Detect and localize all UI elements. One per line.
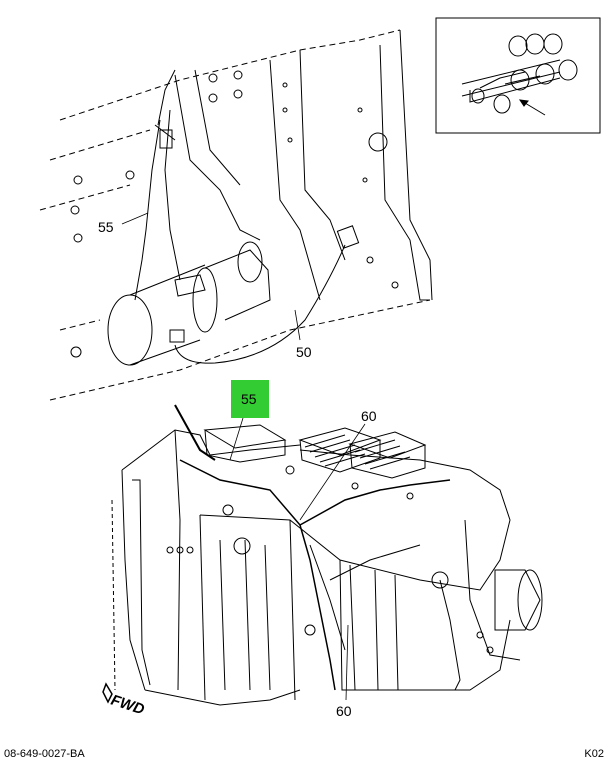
callout-cable-upper: 50 <box>296 344 312 360</box>
callout-connector-top: 60 <box>361 408 377 424</box>
callout-harness-upper: 55 <box>98 219 114 235</box>
orientation-label: FWD <box>109 692 147 719</box>
frame-rail-view <box>39 29 433 401</box>
highlight-box <box>231 380 269 418</box>
callout-harness-highlight: 55 <box>241 391 257 407</box>
forward-arrow-icon <box>102 682 113 704</box>
drawing-number: 08-649-0027-BA <box>4 748 85 760</box>
sheet-code: K02 <box>584 748 604 760</box>
chassis-locator-inset <box>435 17 601 134</box>
leader-lines <box>121 212 366 701</box>
callout-connector-bottom: 60 <box>336 703 352 719</box>
transmission-view <box>111 404 543 706</box>
